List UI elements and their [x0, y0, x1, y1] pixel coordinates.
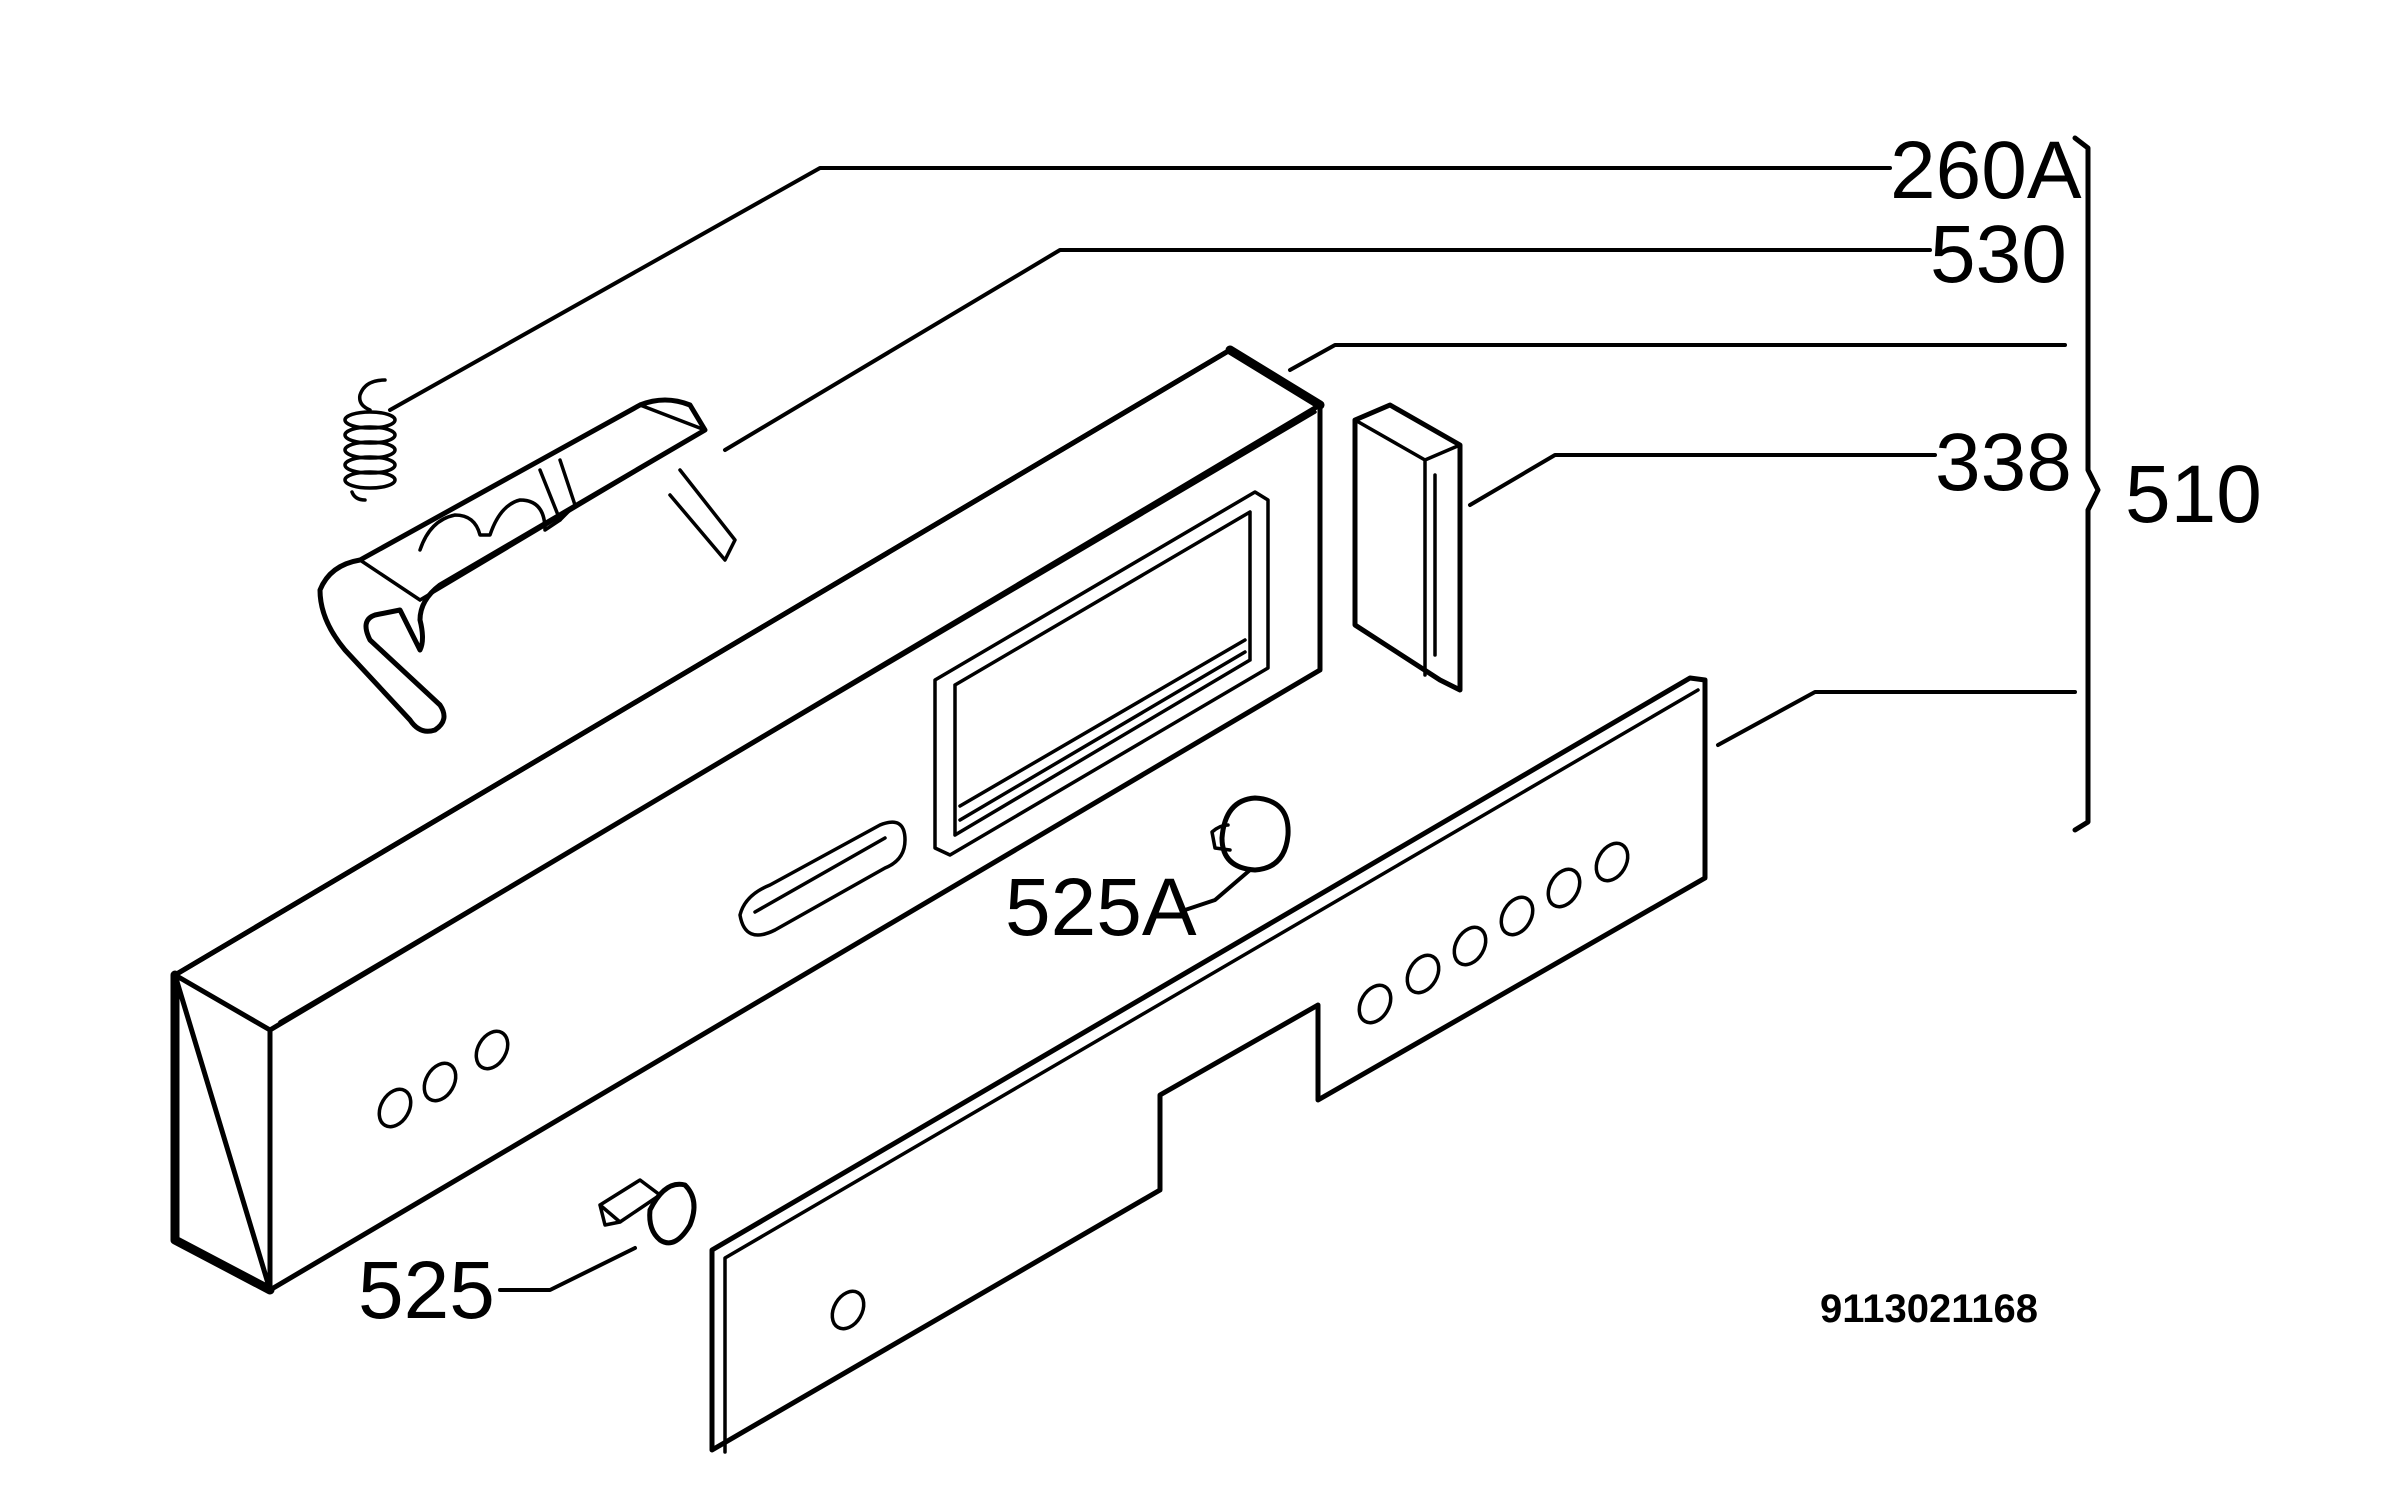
spring: [343, 378, 397, 502]
push-button-525: [598, 1178, 697, 1246]
leader-lines: [388, 166, 2077, 1292]
label-338: 338: [1935, 417, 2072, 508]
drawing-code: 9113021168: [1820, 1287, 2038, 1331]
push-button-525a: [1210, 795, 1291, 873]
label-530: 530: [1930, 209, 2067, 300]
connector-block: [1352, 402, 1463, 693]
group-bracket: [2072, 135, 2101, 833]
control-panel-housing: [170, 345, 1325, 1295]
label-525: 525: [358, 1245, 495, 1336]
label-510: 510: [2125, 449, 2262, 540]
door-handle: [317, 397, 737, 734]
label-260a: 260A: [1890, 125, 2082, 216]
label-525a: 525A: [1005, 862, 1197, 953]
front-fascia-panel: [709, 675, 1708, 1454]
